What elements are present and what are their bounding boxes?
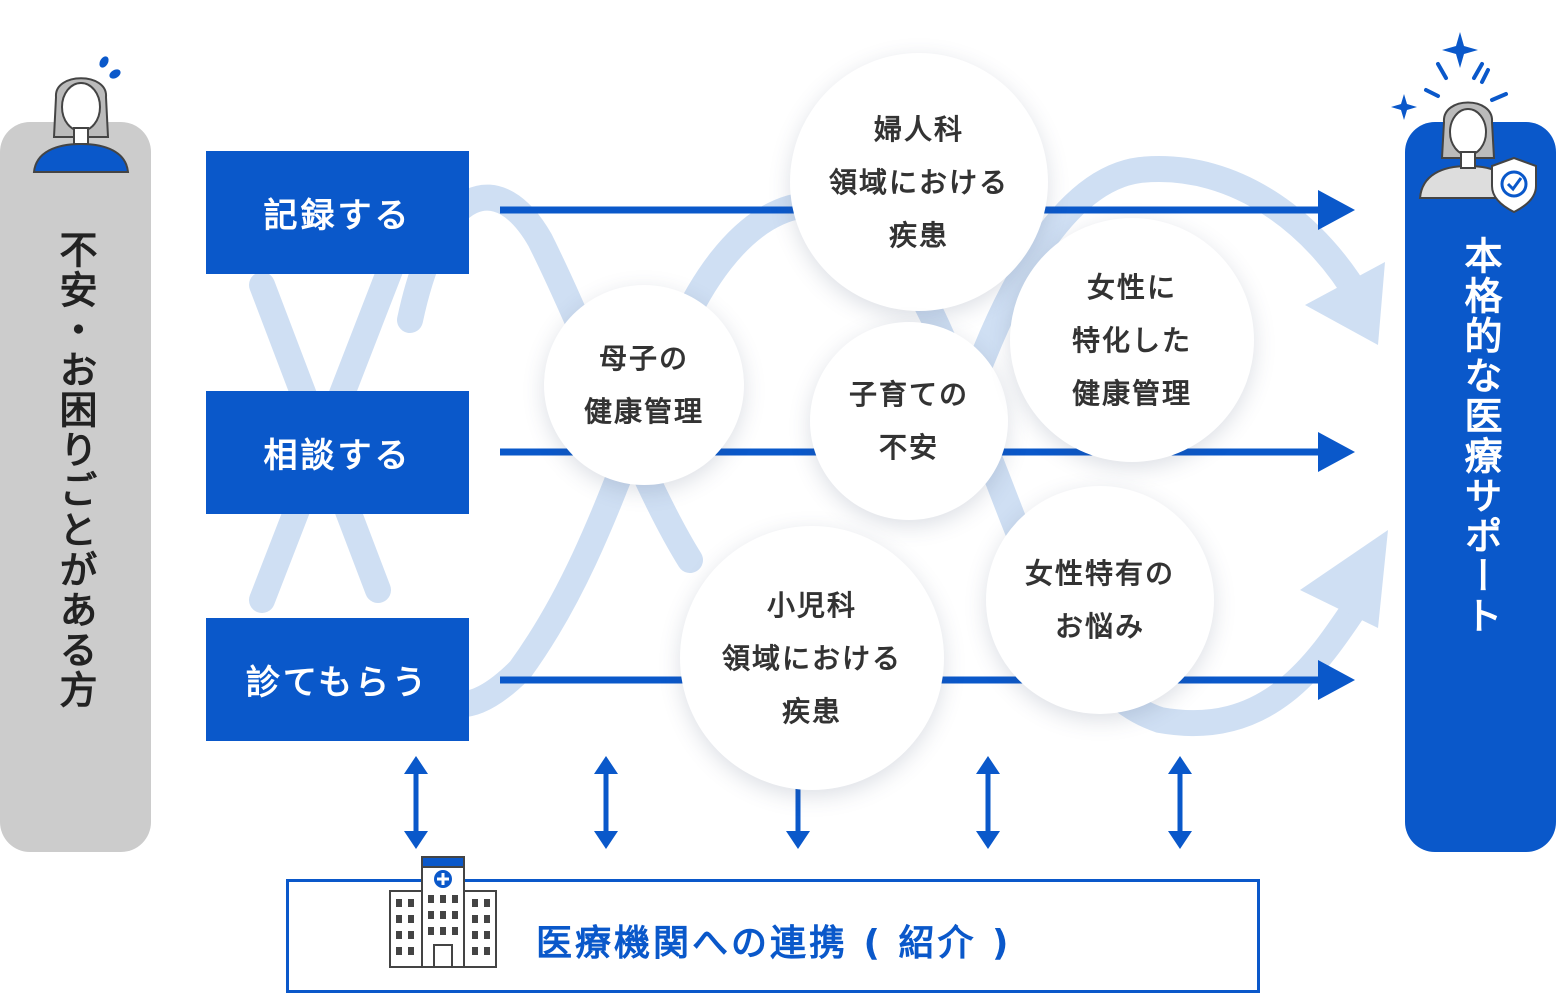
topic-women-specific: 女性特有の お悩み	[986, 486, 1214, 714]
wave-arrowhead-top	[1305, 262, 1385, 345]
wave-arrowhead-bottom	[1300, 530, 1388, 628]
worried-person-icon	[32, 56, 130, 173]
left-panel	[0, 122, 151, 852]
right-panel-label: 本格的な医療サポート	[1458, 236, 1502, 636]
topic-maternal-child-health: 母子の 健康管理	[544, 285, 744, 485]
topic-women-health: 女性に 特化した 健康管理	[1010, 218, 1254, 462]
arrowhead-record	[1318, 190, 1355, 230]
left-panel-label: 不安・お困りごとがある方	[53, 230, 97, 710]
action-record: 記録する	[206, 151, 469, 274]
wave-third	[947, 156, 1373, 433]
right-panel	[1405, 122, 1556, 852]
topic-gynecology: 婦人科 領域における 疾患	[790, 53, 1048, 311]
topic-pediatrics: 小児科 領域における 疾患	[680, 526, 944, 790]
supported-person-icon	[1391, 32, 1537, 214]
arrowhead-visit	[1318, 660, 1355, 700]
arrowhead-consult	[1318, 432, 1355, 472]
action-consult: 相談する	[206, 391, 469, 514]
topic-childcare-anxiety: 子育ての 不安	[810, 322, 1008, 520]
hospital-icon	[389, 856, 497, 968]
action-visit: 診てもらう	[206, 618, 469, 741]
hospital-link-label: 医療機関への連携 ( 紹介 )	[536, 923, 1012, 964]
